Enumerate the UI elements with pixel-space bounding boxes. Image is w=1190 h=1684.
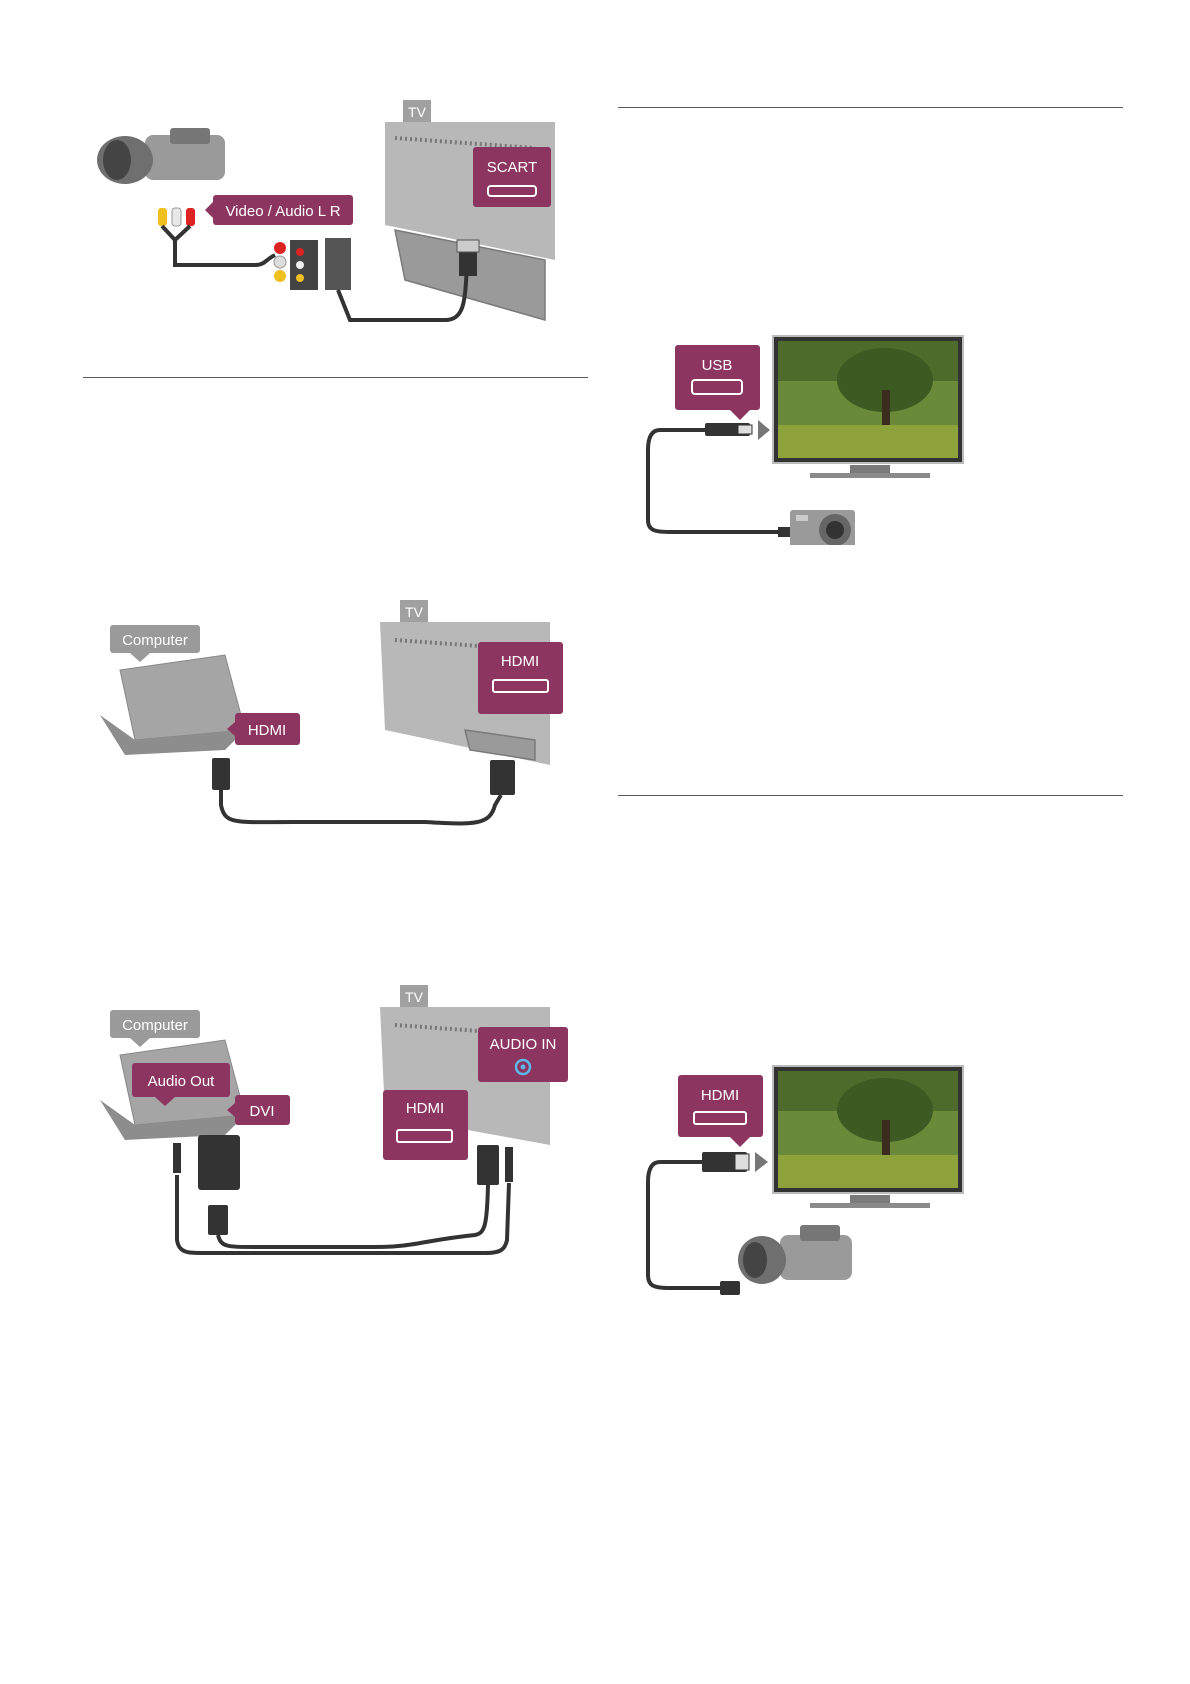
tv-label: TV (405, 989, 424, 1005)
scart-port-tag: SCART (473, 147, 551, 207)
tv-screen-icon (772, 335, 964, 478)
hdmi-camcorder-diagram: HDMI (646, 1065, 964, 1295)
scart-label: SCART (487, 159, 538, 176)
computer-tag: Computer (110, 1010, 200, 1047)
scart-connection-diagram: TV SCART Video / Audio L R (97, 100, 555, 322)
camcorder-icon (738, 1225, 852, 1284)
usb-label: USB (702, 357, 733, 374)
usb-camera-diagram: USB (646, 335, 964, 545)
computer-hdmi-tag: HDMI (227, 713, 300, 745)
computer-hdmi-diagram: TV HDMI Computer HDMI (100, 600, 563, 826)
computer-label: Computer (122, 632, 188, 649)
usb-cable-icon (646, 420, 790, 537)
section-divider (618, 795, 1123, 796)
hdmi-port-tag: HDMI (678, 1075, 763, 1147)
tv-icon: TV (385, 100, 555, 321)
scart-adapter-icon (273, 238, 469, 322)
camera-icon (790, 510, 855, 545)
section-divider (83, 377, 588, 378)
camcorder-icon (97, 128, 225, 184)
tv-label: TV (408, 104, 427, 120)
tv-label: TV (405, 604, 424, 620)
section-divider (618, 107, 1123, 108)
tv-hdmi-label: HDMI (406, 1100, 444, 1117)
audio-in-label: AUDIO IN (490, 1036, 557, 1053)
cables-icon (173, 1135, 513, 1255)
dvi-tag: DVI (227, 1095, 290, 1125)
tv-screen-icon (772, 1065, 964, 1208)
laptop-icon (100, 654, 246, 755)
computer-hdmi-label: HDMI (248, 722, 286, 739)
computer-tag: Computer (110, 625, 200, 662)
hdmi-label: HDMI (701, 1087, 739, 1104)
dvi-label: DVI (249, 1103, 274, 1120)
hdmi-cable-icon (212, 758, 515, 826)
tv-hdmi-tag: HDMI (478, 642, 563, 714)
scart-plug-icon (456, 239, 480, 276)
rca-plugs-icon (158, 207, 276, 267)
usb-port-tag: USB (675, 345, 760, 420)
audio-out-tag: Audio Out (132, 1063, 230, 1106)
tv-hdmi-tag: HDMI (383, 1090, 468, 1160)
video-audio-tag: Video / Audio L R (205, 195, 353, 225)
video-audio-label: Video / Audio L R (225, 203, 340, 220)
audio-out-label: Audio Out (148, 1073, 216, 1090)
computer-dvi-diagram: TV AUDIO IN HDMI Computer Audio Out DVI (100, 985, 568, 1255)
tv-hdmi-label: HDMI (501, 653, 539, 670)
tv-audio-in-tag: AUDIO IN (478, 1027, 568, 1082)
hdmi-cable-icon (646, 1152, 768, 1295)
computer-label: Computer (122, 1017, 188, 1034)
